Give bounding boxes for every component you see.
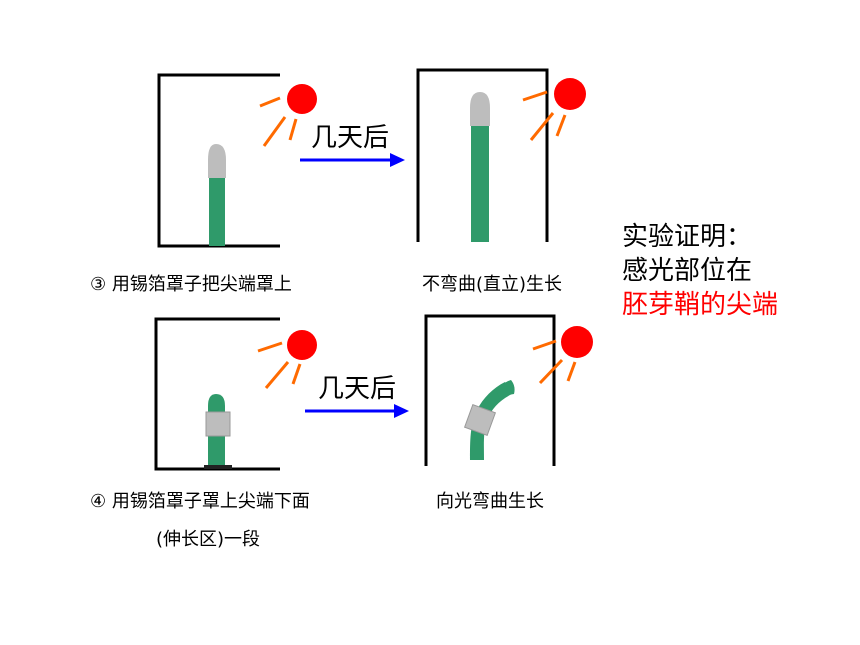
coleoptile <box>471 118 489 242</box>
foil-cap-tip <box>470 92 490 126</box>
light-ray <box>264 361 290 389</box>
sun-icon <box>287 84 317 114</box>
sun-icon <box>554 78 586 110</box>
arrow-label-days-later-1: 几天后 <box>311 123 390 153</box>
exp4-before-panel <box>154 317 317 471</box>
sun-icon <box>287 330 317 360</box>
conclusion-line3: 胚芽鞘的尖端 <box>622 290 779 320</box>
arrow-days-later-1 <box>300 153 405 167</box>
arrow-days-later-2 <box>305 404 409 418</box>
exp3-caption-before: ③ 用锡箔罩子把尖端罩上 <box>90 274 292 295</box>
sun-icon <box>561 326 593 358</box>
conclusion-line1: 实验证明： <box>622 222 753 252</box>
exp4-caption-after: 向光弯曲生长 <box>436 491 544 512</box>
bent-coleoptile <box>470 382 512 460</box>
coleoptile <box>209 172 225 246</box>
light-ray <box>257 341 283 353</box>
light-ray <box>529 112 555 141</box>
foil-cap-tip <box>208 144 226 178</box>
exp4-after-panel <box>424 314 593 466</box>
light-ray <box>555 114 567 137</box>
foil-sleeve <box>463 403 497 437</box>
exp4-caption-before-line1: ④ 用锡箔罩子罩上尖端下面 <box>90 491 310 512</box>
light-ray <box>291 363 302 385</box>
exp3-before-panel <box>157 73 317 248</box>
light-ray <box>262 116 287 147</box>
foil-sleeve <box>205 411 231 437</box>
light-ray <box>288 118 298 141</box>
conclusion-line2: 感光部位在 <box>622 256 753 286</box>
exp3-caption-after: 不弯曲(直立)生长 <box>422 274 563 295</box>
arrow-label-days-later-2: 几天后 <box>318 374 397 404</box>
exp3-after-panel <box>416 68 586 242</box>
light-ray <box>532 339 557 351</box>
exp4-caption-before-line2: (伸长区)一段 <box>156 529 261 550</box>
light-ray <box>522 90 548 102</box>
light-ray <box>259 96 281 108</box>
light-ray <box>538 358 564 385</box>
light-ray <box>566 361 577 382</box>
